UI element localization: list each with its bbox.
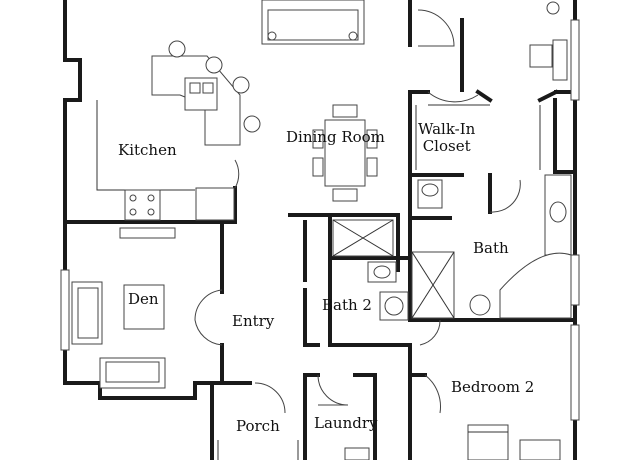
sofa-top	[261, 0, 365, 45]
room-label-walkin: Walk-In Closet	[418, 120, 476, 155]
kitchen-counters	[96, 100, 235, 221]
master-bath-fixtures	[411, 174, 572, 319]
room-label-bath2: Bath 2	[322, 296, 372, 314]
bedroom-chair	[529, 1, 568, 81]
dining-set	[312, 104, 378, 202]
room-label-bedroom2: Bedroom 2	[451, 378, 535, 396]
room-label-bath: Bath	[473, 239, 509, 257]
interior-walls	[63, 18, 577, 460]
room-label-porch: Porch	[236, 417, 280, 435]
laundry-fixtures	[217, 440, 370, 460]
room-label-entry: Entry	[232, 312, 275, 330]
den-furniture	[71, 227, 176, 389]
bedroom2-bed	[467, 424, 561, 460]
bath2-fixtures	[332, 219, 409, 321]
closet-shelves	[415, 104, 541, 170]
room-label-laundry: Laundry	[314, 414, 378, 432]
room-label-kitchen: Kitchen	[118, 141, 177, 159]
kitchen-island	[151, 40, 261, 146]
room-label-dining: Dining Room	[286, 128, 385, 146]
room-label-den: Den	[128, 290, 159, 308]
doors	[194, 9, 521, 414]
